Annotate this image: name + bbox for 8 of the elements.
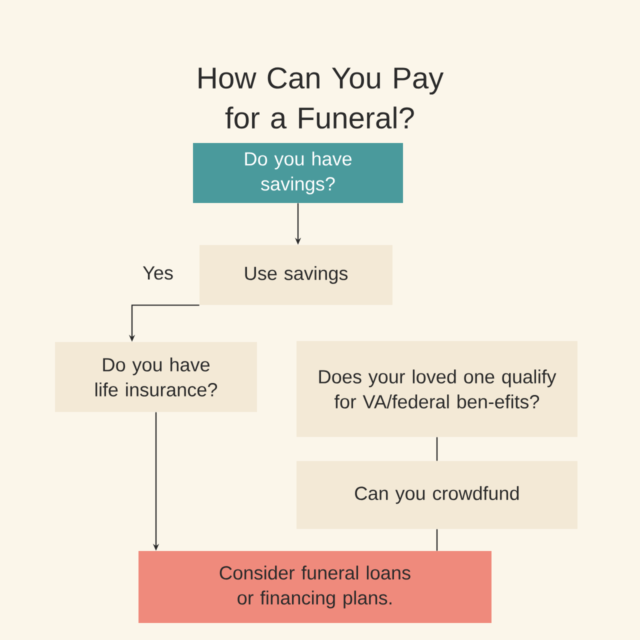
process-box: Can you crowdfund (296, 461, 578, 529)
process-box: Do you have savings? (193, 143, 403, 203)
process-box: Do you have life insurance? (55, 342, 257, 412)
process-box: Consider funeral loans or financing plans. (138, 551, 492, 623)
process-box: Use savings (200, 245, 392, 305)
edge-label: Yes (142, 265, 174, 281)
title: How Can You Pay for a Funeral? (198, 67, 444, 129)
process-box: Does your loved one qualify for VA/federal ben-efits? (296, 341, 578, 437)
